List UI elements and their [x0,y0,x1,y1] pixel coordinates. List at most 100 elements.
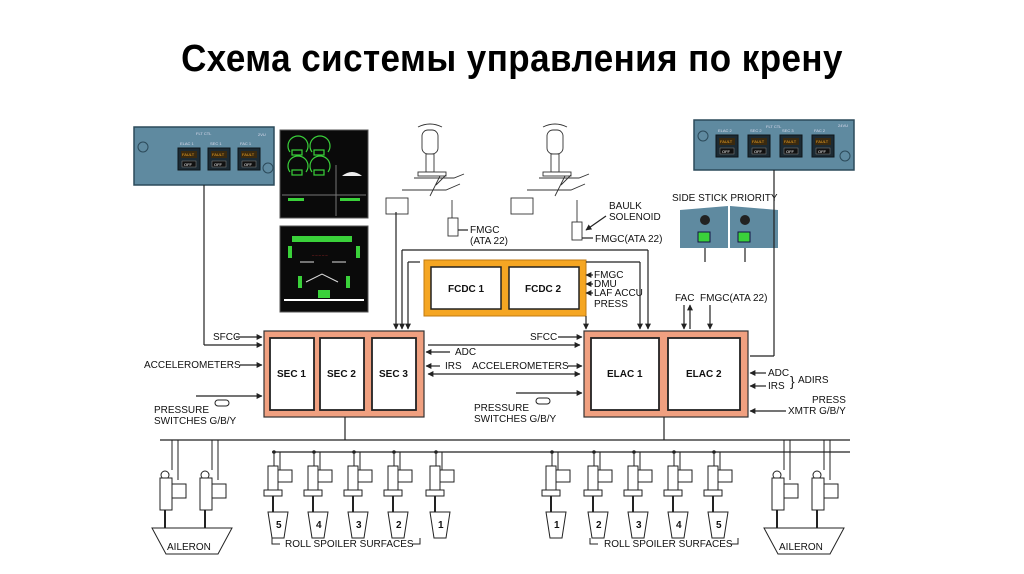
pressure-mid-2: SWITCHES G/B/Y [474,414,557,425]
right-aileron [763,440,845,555]
accelerometers-left: ACCELEROMETERS [144,360,241,371]
adirs-label: ADIRS [798,375,829,386]
fault-off-button[interactable]: FAC 1 FAULT OFF [237,141,261,171]
fault-light: FAULT [816,139,829,144]
right-side-stick [510,123,590,241]
spoiler-number: 5 [716,520,722,531]
fmgc-ata22-label-left: (ATA 22) [470,236,508,247]
pressure-mid-1: PRESSURE [474,403,529,414]
accelerometers-mid: ACCELEROMETERS [472,361,569,372]
adc-right: ADC [768,368,789,379]
press-label: PRESS [812,395,846,406]
fault-off-button[interactable]: FAC 2 FAULT OFF [811,128,835,158]
spoiler-number: 3 [636,520,642,531]
fac-label: FAC [675,293,694,304]
sec-unit: SEC 1 SEC 2 SEC 3 [263,330,425,418]
right-panel-header: FLT CTL [766,124,782,129]
button-caption: FAC 2 [814,128,826,133]
fault-off-button[interactable]: ELAC 2 FAULT OFF [715,128,739,158]
right-flt-ctl-panel: FLT CTL 24VU ELAC 2 FAULT OFF SEC 2 FAULT OFF… [693,119,855,171]
right-roll-spoiler: 1 [541,450,571,539]
right-roll-spoiler: 3 [623,450,653,539]
ecam-lower-display: _ _ _ _ _ [279,225,369,313]
sec-2: SEC 2 [327,369,356,380]
left-roll-spoiler: 3 [343,450,373,539]
left-aileron [151,440,233,555]
spoiler-number: 2 [396,520,402,531]
left-panel-code: 2VU [258,132,266,137]
fcdc-outputs: FMGC DMU LAF ACCU PRESS [585,270,643,310]
off-light: OFF [244,162,253,167]
left-panel-header: FLT CTL [196,131,212,136]
solenoid-label: SOLENOID [609,212,661,223]
xmtr-label: XMTR G/B/Y [788,406,846,417]
spoiler-number: 4 [316,520,322,531]
fcdc-unit: FCDC 1 FCDC 2 [423,259,587,317]
off-light: OFF [722,149,731,154]
off-light: OFF [818,149,827,154]
spoiler-number: 1 [554,520,560,531]
slide-title: Схема системы управления по крену [181,38,843,80]
fcdc-out-dmu: DMU [594,279,617,290]
fcdc-1: FCDC 1 [448,284,485,295]
button-caption: SEC 1 [210,141,222,146]
side-stick-priority-panel [680,206,778,248]
left-side-stick [385,123,465,237]
irs-mid: IRS [445,361,462,372]
button-caption: FAC 1 [240,141,252,146]
elac-1: ELAC 1 [607,369,643,380]
spoiler-number: 5 [276,520,282,531]
ecam-upper-display [279,129,369,219]
sfcc-mid: SFCC [530,332,557,343]
fmgc-label-right: FMGC(ATA 22) [595,234,662,245]
button-caption: ELAC 1 [180,141,195,146]
pressure-left-2: SWITCHES G/B/Y [154,416,237,427]
fault-off-button[interactable]: SEC 2 FAULT OFF [747,128,771,158]
button-caption: SEC 3 [782,128,794,133]
fmgc-label-left: FMGC [470,225,499,236]
fcdc-out-fmgc: FMGC [594,270,623,281]
fault-light: FAULT [242,152,255,157]
left-roll-spoiler: 1 [425,450,455,539]
button-caption: ELAC 2 [718,128,733,133]
off-light: OFF [786,149,795,154]
spoiler-number: 3 [356,520,362,531]
aileron-label-right: AILERON [779,542,823,553]
sec-3: SEC 3 [379,369,408,380]
svg-text:}: } [790,373,795,389]
irs-right: IRS [768,381,785,392]
right-roll-spoiler: 2 [583,450,613,539]
button-caption: SEC 2 [750,128,762,133]
right-roll-spoiler: 4 [663,450,693,539]
fault-light: FAULT [784,139,797,144]
roll-spoiler-label-left: ROLL SPOILER SURFACES [285,539,414,550]
fault-light: FAULT [752,139,765,144]
left-roll-spoiler: 4 [303,450,333,539]
sec-1: SEC 1 [277,369,306,380]
left-roll-spoiler: 5 [263,450,293,539]
elac-2: ELAC 2 [686,369,722,380]
fault-light: FAULT [212,152,225,157]
off-light: OFF [184,162,193,167]
roll-spoiler-label-right: ROLL SPOILER SURFACES [604,539,733,550]
fault-off-button[interactable]: SEC 1 FAULT OFF [207,141,231,171]
adc-mid: ADC [455,347,476,358]
right-roll-spoiler: 5 [703,450,733,539]
right-panel-code: 24VU [838,123,848,128]
wiring [160,170,850,453]
fault-off-button[interactable]: SEC 3 FAULT OFF [779,128,803,158]
side-stick-priority-title: SIDE STICK PRIORITY [672,193,778,204]
baulk-label: BAULK [609,201,642,212]
aileron-label-left: AILERON [167,542,211,553]
fcdc-out-press: PRESS [594,299,628,310]
sfcc-left: SFCC [213,332,240,343]
svg-text:_ _ _ _ _: _ _ _ _ _ [311,251,328,256]
off-light: OFF [754,149,763,154]
fault-light: FAULT [720,139,733,144]
spoiler-number: 1 [438,520,444,531]
fcdc-out-laf: LAF ACCU [594,288,643,299]
off-light: OFF [214,162,223,167]
